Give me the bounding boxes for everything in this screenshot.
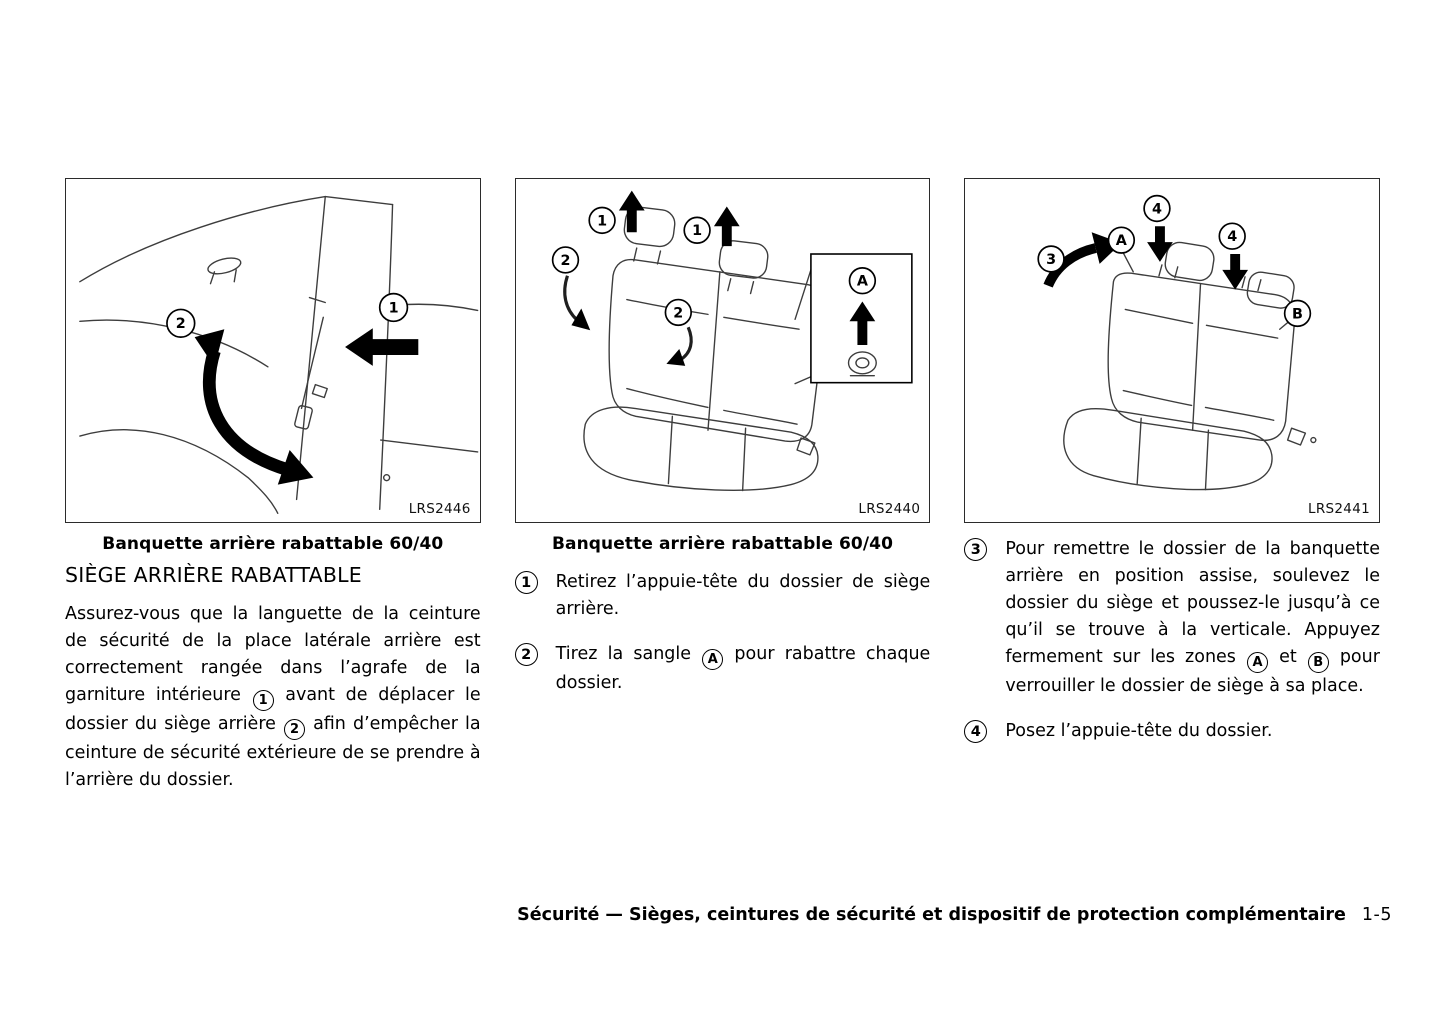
callout-4-left: 4 bbox=[1143, 194, 1172, 223]
fold-arrow-mid-head-icon bbox=[666, 349, 685, 366]
svg-text:A: A bbox=[856, 274, 868, 290]
svg-text:1: 1 bbox=[597, 213, 607, 229]
bench-seat-fold-illustration: A 1 1 bbox=[551, 190, 913, 492]
step-marker-2: 2 bbox=[514, 643, 538, 666]
figure-code: LRS2441 bbox=[1304, 501, 1370, 517]
svg-text:2: 2 bbox=[176, 316, 186, 332]
step-marker-4: 4 bbox=[964, 720, 988, 743]
callout-1-inline: 1 bbox=[252, 690, 274, 711]
callout-2: 2 bbox=[166, 308, 196, 338]
section-heading: SIÈGE ARRIÈRE RABATTABLE bbox=[65, 563, 362, 587]
headrest-install-arrow-right-icon bbox=[1222, 254, 1249, 290]
list-item-1: 1 Retirez l’appuie-tête du dossier de si… bbox=[514, 569, 931, 623]
figure-code: LRS2446 bbox=[404, 501, 471, 517]
list-item-4: 4 Posez l’appuie-tête du dossier. bbox=[964, 718, 1380, 745]
headrest-remove-arrow-right-icon bbox=[713, 206, 740, 247]
column-1: 1 2 LRS2446 Banquette arrière rabattable… bbox=[65, 178, 481, 794]
step-marker-1: 1 bbox=[514, 571, 538, 594]
figure-caption: Banquette arrière rabattable 60/40 bbox=[102, 534, 444, 554]
svg-text:2: 2 bbox=[673, 305, 683, 321]
seat-restore-lines bbox=[1063, 241, 1317, 491]
callout-1-right: 1 bbox=[683, 216, 711, 244]
raise-backrest-arrowhead-icon bbox=[1091, 232, 1122, 264]
callout-2-inline: 2 bbox=[283, 719, 305, 740]
figure-lrs2446: 1 2 LRS2446 bbox=[65, 178, 481, 523]
step-text-part: pour verrouiller le dossier de siège à s… bbox=[1005, 647, 1380, 696]
page-footer: Sécurité — Sièges, ceintures de sécurité… bbox=[517, 905, 1392, 925]
paragraph-text: Assurez-vous que la languette de la cein… bbox=[65, 604, 481, 705]
svg-text:1: 1 bbox=[692, 223, 702, 239]
list-item-3: 3 Pour remettre le dossier de la banquet… bbox=[964, 536, 1380, 700]
fold-swing-arrowhead-top-icon bbox=[194, 329, 225, 367]
fold-arrow-left bbox=[562, 275, 579, 322]
step-text: Pour remettre le dossier de la banquette… bbox=[1005, 536, 1380, 700]
seatbelt-stowage-illustration: 1 2 bbox=[79, 195, 479, 514]
step-marker-3: 3 bbox=[964, 538, 988, 561]
svg-text:4: 4 bbox=[1152, 201, 1162, 217]
callout-2-mid: 2 bbox=[664, 298, 692, 327]
fold-arrow-left-head-icon bbox=[571, 308, 590, 331]
callout-a-inline: A bbox=[702, 649, 724, 670]
page-number: 1-5 bbox=[1361, 905, 1392, 925]
strap-detail-box: A bbox=[809, 253, 913, 384]
column-3: 3 4 4 A B bbox=[964, 178, 1380, 794]
callout-b-inline: B bbox=[1307, 652, 1329, 673]
svg-text:A: A bbox=[1116, 233, 1128, 249]
paragraph-text: afin d’empêcher la ceinture de sécurité … bbox=[65, 714, 481, 790]
headrest-remove-arrow-left-icon bbox=[618, 190, 645, 233]
svg-text:1: 1 bbox=[389, 300, 399, 316]
column-2: A 1 1 bbox=[514, 178, 931, 794]
fold-arrow-mid bbox=[679, 326, 693, 362]
callout-a: A bbox=[1107, 226, 1136, 254]
callout-b: B bbox=[1284, 299, 1312, 328]
strap-pull-arrow-icon bbox=[849, 301, 875, 346]
step-text-part: et bbox=[1279, 647, 1297, 667]
callout-a-inline: A bbox=[1247, 652, 1268, 673]
intro-paragraph: Assurez-vous que la languette de la cein… bbox=[65, 601, 481, 794]
step-list: 1 Retirez l’appuie-tête du dossier de si… bbox=[514, 569, 931, 697]
svg-text:2: 2 bbox=[560, 253, 570, 269]
bench-seat-lines bbox=[583, 206, 827, 492]
figure-code: LRS2440 bbox=[854, 501, 921, 517]
step-list: 3 Pour remettre le dossier de la banquet… bbox=[964, 536, 1380, 745]
fold-swing-arrow bbox=[202, 349, 290, 476]
step-text: Posez l’appuie-tête du dossier. bbox=[1005, 721, 1273, 741]
step-text: Retirez l’appuie-tête du dossier de sièg… bbox=[555, 572, 931, 619]
belt-push-arrow-icon bbox=[345, 328, 419, 366]
svg-text:B: B bbox=[1292, 306, 1303, 322]
figure-caption: Banquette arrière rabattable 60/40 bbox=[551, 534, 894, 554]
svg-text:4: 4 bbox=[1228, 229, 1238, 245]
step-text: Tirez la sangle A pour rabattre chaque d… bbox=[556, 641, 931, 697]
step-text-part: Pour remettre le dossier de la banquette… bbox=[1005, 539, 1380, 667]
raise-backrest-arrow bbox=[1043, 243, 1098, 288]
callout-3: 3 bbox=[1037, 245, 1066, 273]
figure-lrs2441: 3 4 4 A B bbox=[964, 178, 1380, 523]
list-item-2: 2 Tirez la sangle A pour rabattre chaque… bbox=[514, 641, 931, 697]
svg-text:3: 3 bbox=[1046, 252, 1056, 268]
footer-section-title: Sécurité — Sièges, ceintures de sécurité… bbox=[517, 905, 1346, 925]
strap-loop-icon bbox=[847, 351, 877, 377]
content-columns: 1 2 LRS2446 Banquette arrière rabattable… bbox=[65, 178, 1380, 794]
callout-1: 1 bbox=[378, 292, 409, 323]
step-text-part: pour rabattre chaque dossier. bbox=[555, 644, 931, 693]
callout-1-left: 1 bbox=[588, 206, 616, 235]
figure-lrs2440: A 1 1 bbox=[514, 178, 931, 523]
seat-restore-illustration: 3 4 4 A B bbox=[1037, 194, 1317, 491]
paragraph-text: avant de déplacer le dossier du siège ar… bbox=[65, 685, 481, 734]
callout-4-right: 4 bbox=[1218, 222, 1247, 250]
headrest-install-arrow-left-icon bbox=[1147, 226, 1174, 262]
callout-2-left: 2 bbox=[551, 246, 579, 274]
step-text-part: Tirez la sangle bbox=[555, 644, 692, 664]
